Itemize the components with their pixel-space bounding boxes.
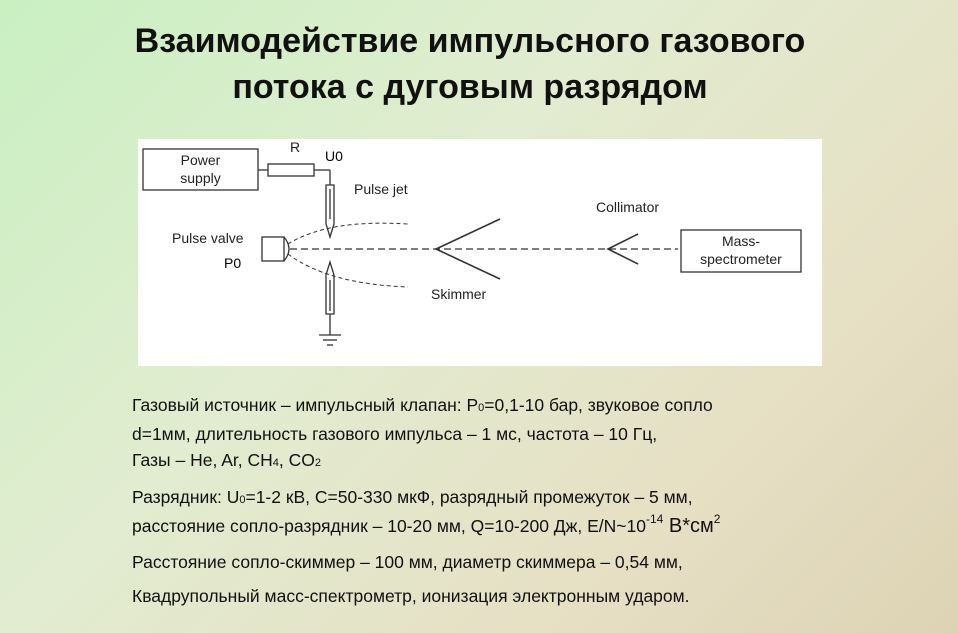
discharger-line-2: расстояние сопло-разрядник – 10-20 мм, Q… bbox=[132, 512, 721, 537]
pulse-valve-label: Pulse valve bbox=[172, 230, 244, 246]
discharger-line-1: Разрядник: U0=1-2 кВ, С=50-330 мкФ, разр… bbox=[132, 487, 693, 507]
jet-boundary bbox=[287, 222, 409, 245]
experiment-parameters: Газовый источник – импульсный клапан: P0… bbox=[132, 392, 932, 609]
resistor-symbol bbox=[267, 163, 315, 177]
power-supply-label: Power supply bbox=[180, 152, 221, 186]
pulse-jet-label: Pulse jet bbox=[354, 181, 408, 197]
mass-spectrometer-box bbox=[680, 229, 802, 273]
title-line-2: потока с дуговым разрядом bbox=[232, 68, 708, 106]
p0-label: P0 bbox=[224, 255, 242, 271]
mass-spectrometer-label: Mass- spectrometer bbox=[700, 233, 782, 267]
experiment-diagram: Power supply R U0 Pulse jet Pulse valve … bbox=[138, 139, 822, 366]
skimmer-cone bbox=[434, 218, 501, 280]
resistor-label: R bbox=[290, 139, 301, 155]
pulse-valve-body bbox=[261, 236, 285, 262]
gas-source-line-1: Газовый источник – импульсный клапан: P0… bbox=[132, 395, 713, 415]
skimmer-distance-line: Расстояние сопло-скиммер – 100 мм, диаме… bbox=[132, 552, 683, 572]
collimator-cone bbox=[606, 233, 639, 265]
u0-label: U0 bbox=[325, 148, 343, 164]
power-supply-box bbox=[142, 148, 259, 191]
collimator-label: Collimator bbox=[596, 199, 660, 215]
mass-spec-line: Квадрупольный масс-спектрометр, ионизаци… bbox=[132, 586, 690, 606]
skimmer-label: Skimmer bbox=[431, 286, 487, 302]
diagram-drawing bbox=[142, 148, 802, 346]
title-line-1: Взаимодействие импульсного газового bbox=[134, 22, 806, 60]
gas-source-line-2: d=1мм, длительность газового импульса – … bbox=[132, 424, 658, 444]
gases-line: Газы – He, Ar, CH4, CO2 bbox=[132, 450, 321, 470]
slide-title: Взаимодействие импульсного газового пото… bbox=[0, 18, 940, 110]
